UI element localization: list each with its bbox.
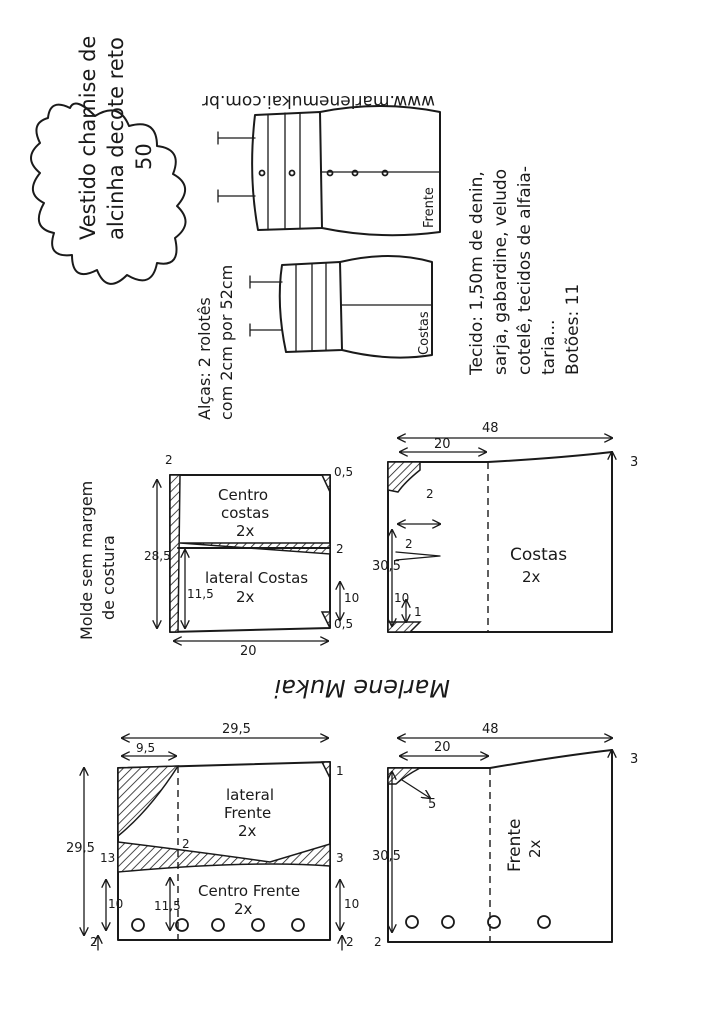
fabric-line-5: Botões: 11 <box>563 284 583 375</box>
dim-front-bodice-10-right: 10 <box>344 897 359 911</box>
sketch-label-back: Costas <box>417 311 432 355</box>
dim-back-skirt-20: 20 <box>434 437 451 452</box>
dim-front-skirt-2: 2 <box>374 935 382 949</box>
back-lateral-line-1: lateral Costas <box>205 569 308 587</box>
signature-text: Marlene Mukai <box>274 674 450 702</box>
fabric-line-3: cotelê, tecidos de alfaia- <box>515 166 535 375</box>
dim-front-skirt-305: 30,5 <box>372 849 401 864</box>
dim-front-skirt-48: 48 <box>482 722 499 737</box>
back-skirt-label: Costas <box>510 545 567 565</box>
dim-back-bodice-05-bottom: 0,5 <box>334 617 353 631</box>
dim-back-bodice-20: 20 <box>240 644 257 659</box>
front-centre-qty: 2x <box>234 900 253 918</box>
fabric-line-4: taria... <box>539 320 559 375</box>
title-line-1: Vestido chamise de <box>76 36 100 240</box>
dim-back-bodice-10: 10 <box>344 591 359 605</box>
dim-back-skirt-1: 1 <box>414 605 422 619</box>
dim-front-bodice-115: 11,5 <box>154 899 181 913</box>
dim-front-bodice-95: 9,5 <box>136 741 155 755</box>
front-lateral-line-1: lateral <box>226 786 274 804</box>
back-centre-line-2: costas <box>221 504 269 522</box>
pattern-note-line-2: de costura <box>99 535 118 620</box>
straps-line-2: com 2cm por 52cm <box>217 265 236 420</box>
dim-front-bodice-2-bottom-right: 2 <box>346 935 354 949</box>
front-skirt-qty: 2x <box>526 839 544 858</box>
front-bodice-pattern: lateral Frente 2x Centro Frente 2x 9,5 2… <box>66 722 359 951</box>
dim-back-bodice-2-top: 2 <box>165 453 173 467</box>
dim-front-bodice-10-left: 10 <box>108 897 123 911</box>
dim-back-skirt-48: 48 <box>482 421 499 436</box>
front-skirt-label: Frente <box>505 818 525 872</box>
dress-sketch-front: Frente <box>217 105 441 237</box>
front-centre-line-1: Centro Frente <box>198 882 300 900</box>
fabric-line-1: Tecido: 1,50m de denin, <box>467 171 487 376</box>
dim-front-skirt-20: 20 <box>434 740 451 755</box>
fabric-notes: Tecido: 1,50m de denin, sarja, gabardine… <box>467 166 583 376</box>
sketch-label-front: Frente <box>422 187 437 228</box>
title-cloud: Vestido chamise de alcinha decote reto 5… <box>30 36 187 285</box>
dress-sketch-back: Costas <box>249 255 433 359</box>
dim-back-skirt-2-dart: 2 <box>405 537 413 551</box>
dim-front-bodice-3: 3 <box>336 851 344 865</box>
dim-front-bodice-13: 13 <box>100 851 115 865</box>
front-skirt-pattern: Frente 2x 48 20 3 5 30,5 2 <box>372 722 638 949</box>
back-bodice-pattern: Centro costas 2x lateral Costas 2x 2 0,5… <box>144 453 359 659</box>
dim-back-bodice-05-top: 0,5 <box>334 465 353 479</box>
dim-back-bodice-115: 11,5 <box>187 587 214 601</box>
website-url: www.marlenemukai.com.br <box>202 91 435 111</box>
dim-back-skirt-3: 3 <box>630 455 638 470</box>
front-lateral-qty: 2x <box>238 822 257 840</box>
dim-back-skirt-10: 10 <box>394 591 409 605</box>
straps-line-1: Alças: 2 rolotês <box>195 297 214 420</box>
pattern-note: Molde sem margem de costura <box>77 481 118 640</box>
back-skirt-qty: 2x <box>522 568 541 586</box>
dim-back-skirt-2: 2 <box>426 487 434 501</box>
dim-front-bodice-295-side: 29,5 <box>66 841 95 856</box>
dim-front-bodice-2: 2 <box>182 837 190 851</box>
straps-note: Alças: 2 rolotês com 2cm por 52cm <box>195 265 236 420</box>
dim-front-bodice-295-top: 29,5 <box>222 722 251 737</box>
dim-back-skirt-305: 30,5 <box>372 559 401 574</box>
back-skirt-pattern: Costas 2x 48 20 3 2 30,5 2 10 1 <box>372 421 638 633</box>
signature: Marlene Mukai <box>274 674 450 702</box>
dim-front-skirt-3: 3 <box>630 752 638 767</box>
back-lateral-qty: 2x <box>236 588 255 606</box>
title-line-3: 50 <box>132 143 156 170</box>
dim-front-bodice-2-bottom-left: 2 <box>90 935 98 949</box>
dim-front-bodice-1: 1 <box>336 764 344 778</box>
pattern-note-line-1: Molde sem margem <box>77 481 96 640</box>
dim-front-skirt-5: 5 <box>428 797 436 812</box>
front-lateral-line-2: Frente <box>224 804 271 822</box>
fabric-line-2: sarja, gabardine, veludo <box>491 169 511 375</box>
dim-back-bodice-285: 28,5 <box>144 549 171 563</box>
back-centre-qty: 2x <box>236 522 255 540</box>
title-line-2: alcinha decote reto <box>104 37 128 240</box>
dim-back-bodice-2-mid: 2 <box>336 542 344 556</box>
back-centre-line-1: Centro <box>218 486 268 504</box>
